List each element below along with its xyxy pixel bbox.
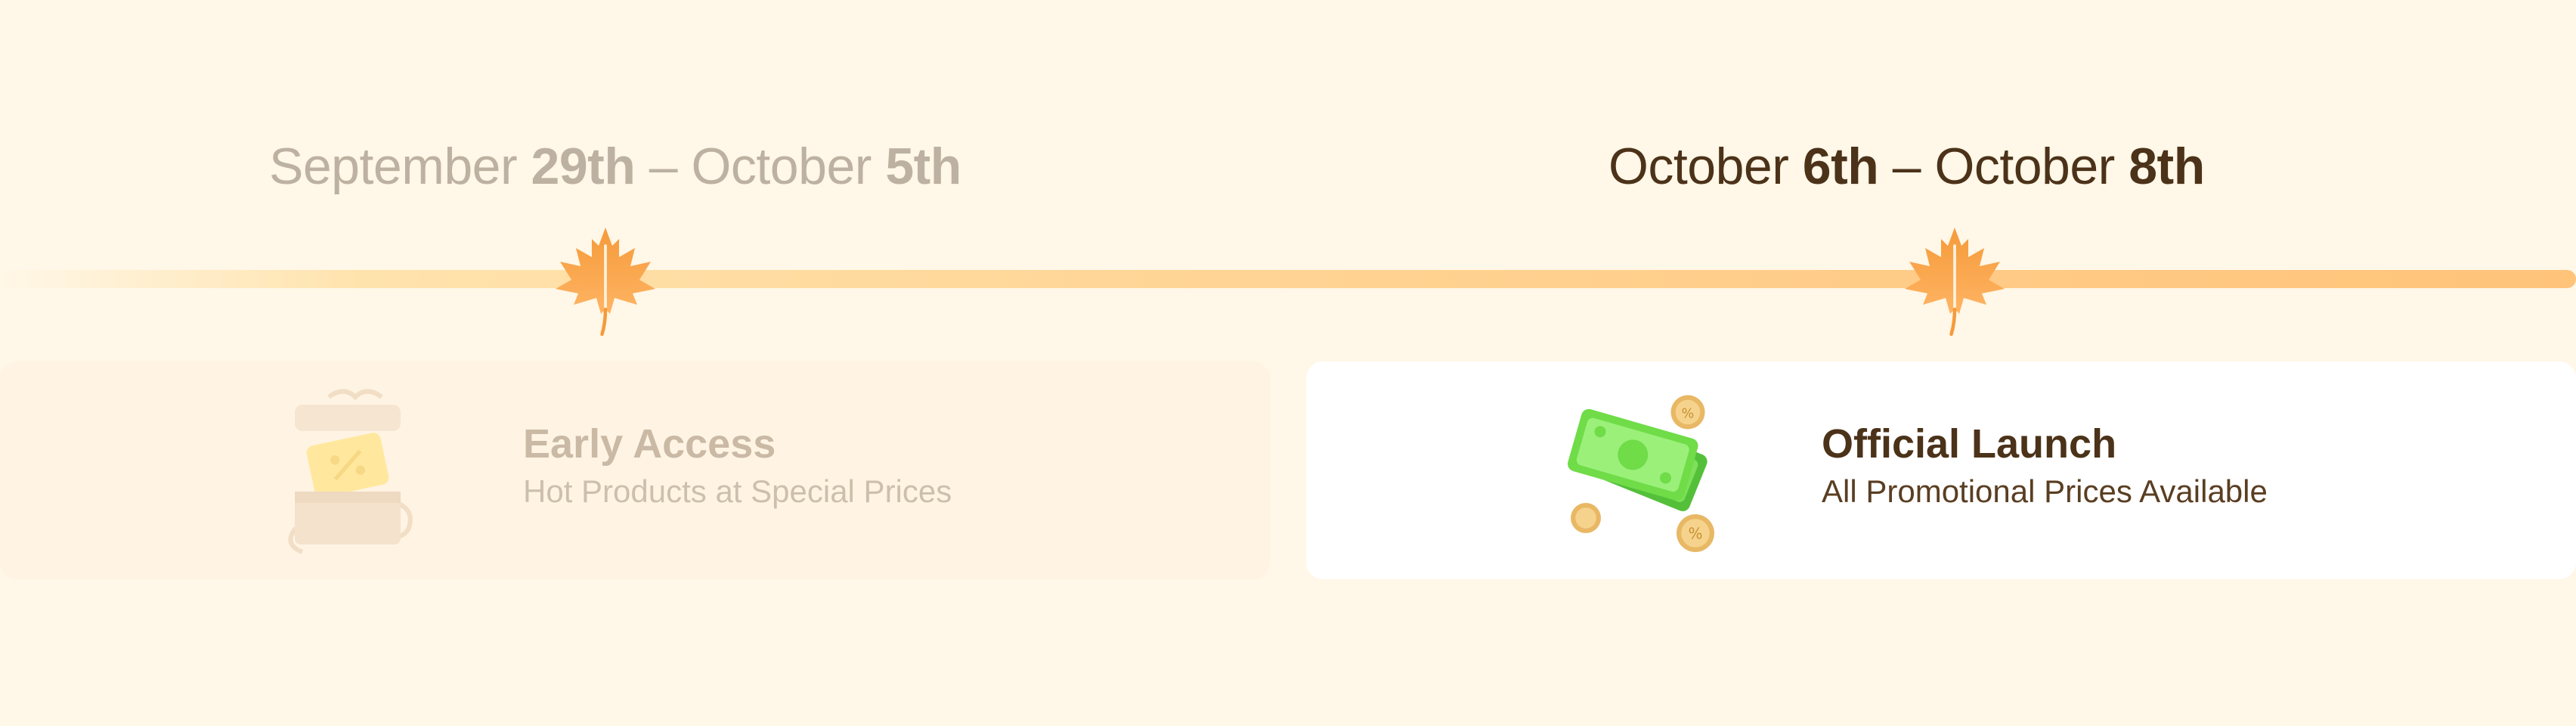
- svg-text:%: %: [1688, 525, 1702, 543]
- cash-coins-icon: % %: [1568, 395, 1714, 552]
- date-end-month: October: [691, 138, 872, 195]
- date-end-day: 5th: [885, 138, 961, 195]
- svg-text:%: %: [1682, 407, 1695, 422]
- timeline-bar: [0, 270, 2576, 288]
- phase-title: Early Access: [523, 421, 776, 467]
- maple-leaf-icon: [556, 228, 655, 337]
- phase-card-text: Early Access Hot Products at Special Pri…: [523, 417, 952, 513]
- date-start-month: September: [269, 138, 518, 195]
- phase-subtitle: Hot Products at Special Prices: [523, 473, 952, 509]
- maple-leaf-icon: [1905, 228, 2005, 337]
- gift-box-coupon-icon: [288, 389, 413, 554]
- date-end-day: 8th: [2129, 138, 2205, 195]
- phase-card-text: Official Launch All Promotional Prices A…: [1822, 417, 2268, 513]
- date-end-month: October: [1934, 138, 2115, 195]
- date-start-day: 29th: [531, 138, 636, 195]
- date-separator: –: [1892, 138, 1921, 195]
- phase-subtitle: All Promotional Prices Available: [1822, 473, 2268, 509]
- phase-card-early-access[interactable]: Early Access Hot Products at Special Pri…: [0, 361, 1270, 579]
- phase-date-official-launch: October 6th – October 8th: [1608, 132, 2205, 200]
- phase-date-early-access: September 29th – October 5th: [269, 132, 961, 200]
- date-start-day: 6th: [1802, 138, 1879, 195]
- phase-card-official-launch[interactable]: % % Official Launch All Promotional Pric…: [1306, 361, 2576, 579]
- date-start-month: October: [1608, 138, 1789, 195]
- phase-title: Official Launch: [1822, 421, 2117, 467]
- date-separator: –: [649, 138, 678, 195]
